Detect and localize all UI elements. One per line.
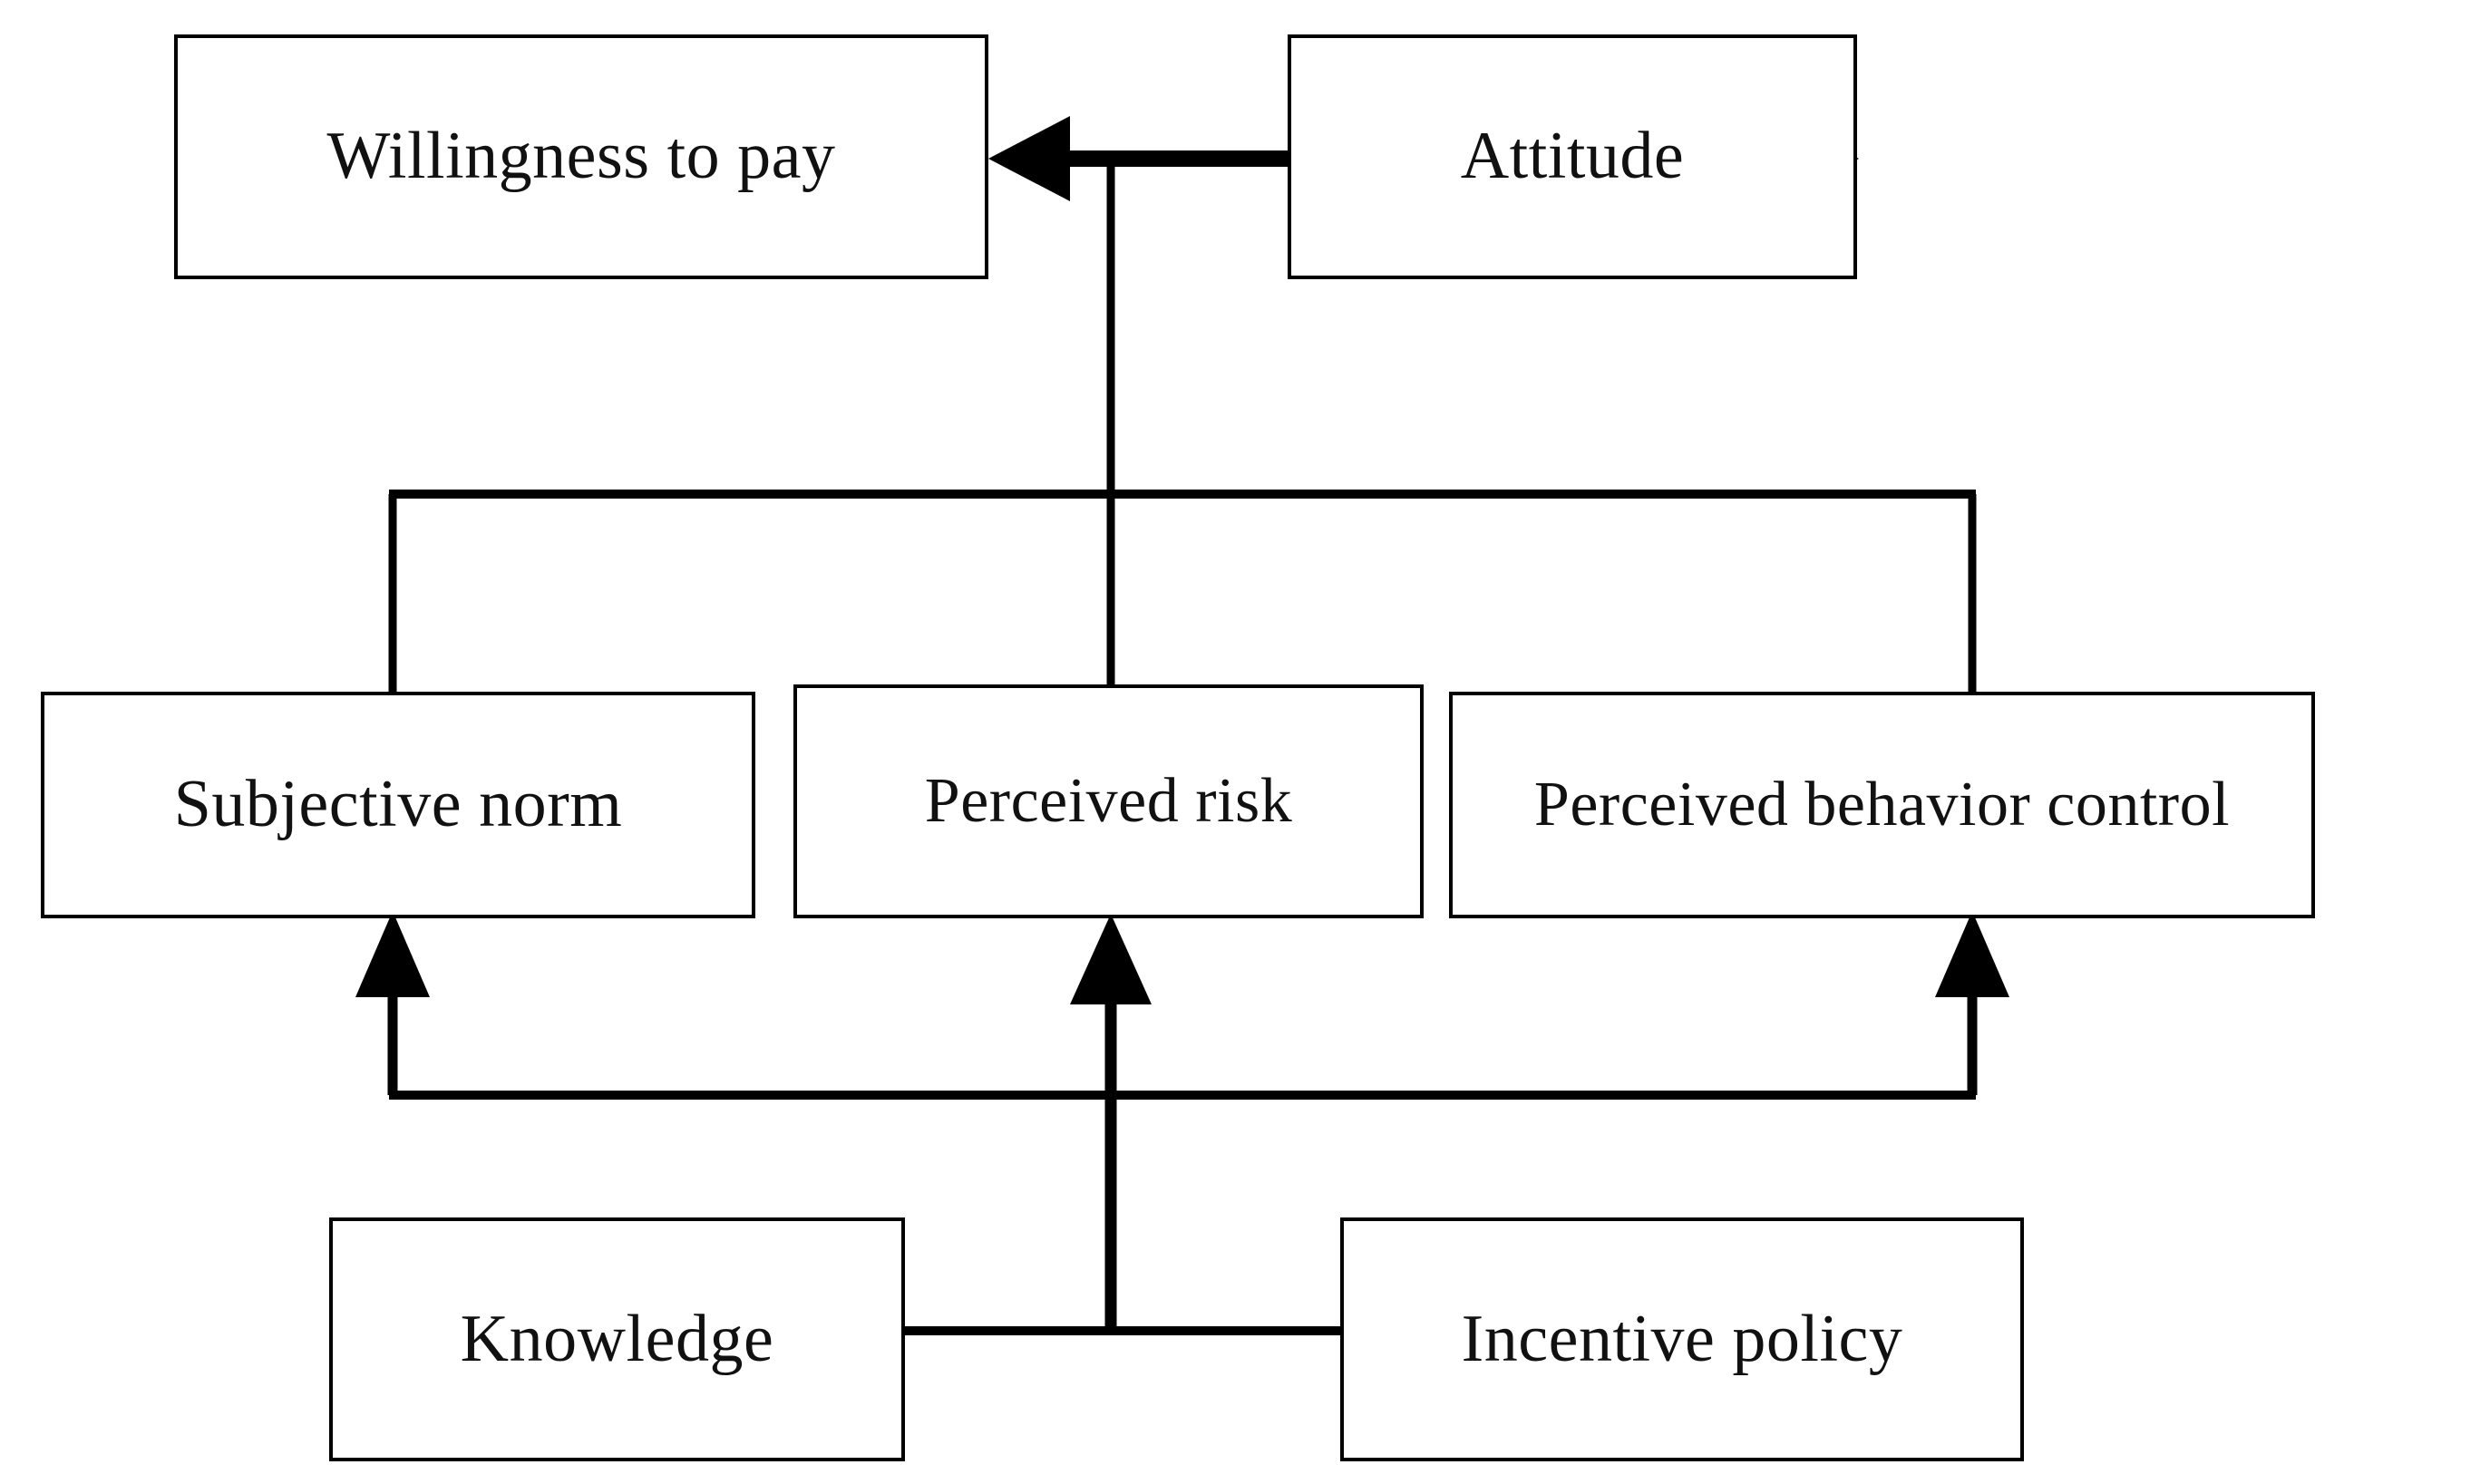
node-knowledge[interactable]: Knowledge [329,1217,905,1461]
node-attitude[interactable]: Attitude [1288,34,1857,279]
node-incentive-policy[interactable]: Incentive policy [1340,1217,2024,1461]
node-label-attitude: Attitude [1460,119,1685,194]
node-label-knowledge: Knowledge [460,1301,774,1376]
node-label-perceived-behavior-control: Perceived behavior control [1533,770,2231,840]
node-perceived-behavior-control[interactable]: Perceived behavior control [1449,692,2315,918]
arrowhead-to-perceived-behavior-control [1935,911,2009,997]
arrowhead-to-subjective-norm [355,911,430,997]
edge-lower-feedback-bus [355,911,2009,1100]
node-label-perceived-risk: Perceived risk [924,766,1293,837]
node-willingness-to-pay[interactable]: Willingness to pay [174,34,988,279]
node-label-incentive-policy: Incentive policy [1461,1301,1903,1376]
node-label-subjective-norm: Subjective norm [173,767,623,842]
node-subjective-norm[interactable]: Subjective norm [41,692,755,918]
arrowhead-to-perceived-risk [1070,914,1152,1004]
node-label-willingness-to-pay: Willingness to pay [326,119,836,194]
node-perceived-risk[interactable]: Perceived risk [793,684,1424,918]
edge-knowledge-incentive-to-perceived-risk [901,914,1344,1335]
edge-upper-connector-bus [388,490,1977,692]
